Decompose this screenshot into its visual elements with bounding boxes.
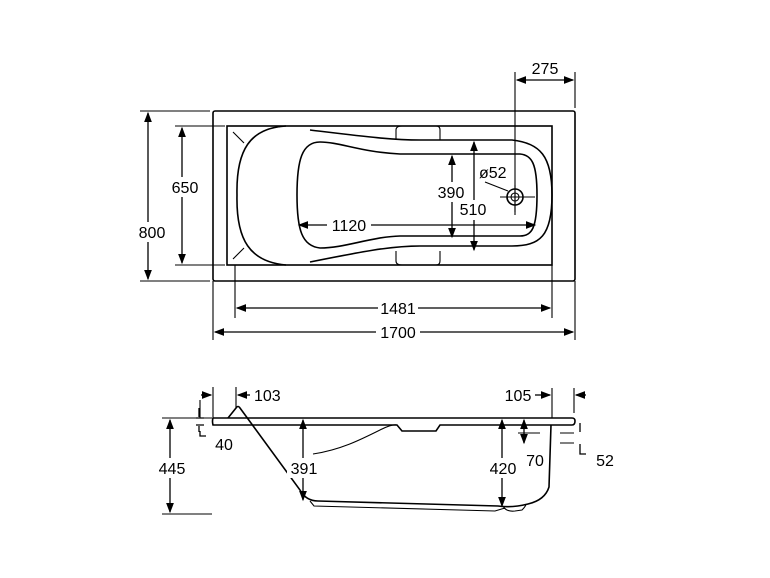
dim-drain-offset: 275 (532, 61, 559, 78)
dim-rim-thickness: 40 (215, 437, 233, 454)
rim-profile (211, 417, 576, 432)
outer-rim (212, 110, 576, 282)
armrest-bottom (395, 251, 441, 266)
dim-overall-length: 1700 (380, 325, 416, 342)
dim-left-rim-offset: 103 (254, 388, 281, 405)
dim-drain-diameter: ø52 (479, 165, 507, 182)
dim-overflow-height: 70 (526, 453, 544, 470)
dim-overall-width: 800 (139, 225, 166, 242)
dim-floor-width: 510 (460, 202, 487, 219)
dim-overflow-size: 52 (596, 453, 614, 470)
dim-basin-width: 390 (438, 185, 465, 202)
basin-curve (312, 424, 398, 455)
top-view: 800 650 275 ø52 1481 1700 1120 390 510 (134, 61, 576, 342)
headrest-peak (227, 405, 552, 508)
side-view: 103 40 445 391 420 105 70 52 (154, 387, 614, 515)
inner-rim (226, 125, 553, 266)
headrest-corner-lines (232, 131, 245, 260)
tub-outline (236, 125, 553, 266)
dim-basin-length: 1120 (332, 218, 367, 235)
armrest-top (395, 125, 441, 140)
basin-outline (296, 141, 538, 249)
dim-inner-width: 650 (172, 180, 199, 197)
drain-icon (484, 181, 535, 215)
dim-total-height: 445 (159, 461, 186, 478)
dim-inner-length: 1481 (380, 301, 416, 318)
dim-right-rim-offset: 105 (505, 388, 532, 405)
dim-depth-left: 391 (291, 461, 318, 478)
dim-depth-right: 420 (490, 461, 517, 478)
base-profile (309, 500, 527, 512)
